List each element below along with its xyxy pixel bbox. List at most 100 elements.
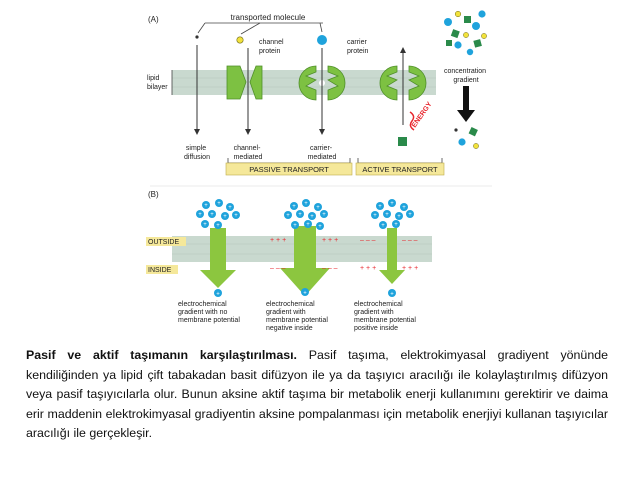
inside-label-box [146,265,178,274]
ion-2-6 [308,212,316,220]
ion-symbol: + [394,222,398,228]
blue-molecule [317,35,327,45]
active-transport-box [355,162,445,176]
ion-symbol: + [390,201,394,207]
ion-symbol: + [316,205,320,211]
ion-symbol: + [203,222,207,228]
ion-1-9 [201,220,209,228]
energy-label: ENERGY [411,101,434,130]
ion-3-9 [392,220,400,228]
active-transport-label: ACTIVE TRANSPORT [362,165,438,174]
panel-b-label: (B) [148,190,159,199]
ion-symbol: + [310,214,314,220]
gradient-arrow-negative-inside [280,226,330,296]
ion-1-5 [208,210,216,218]
minus-signs-inside-2b: – – – [322,265,338,272]
gradient-arrow-positive-inside [379,228,405,284]
ion-symbol: + [385,212,389,218]
ion-symbol: + [304,201,308,207]
yellow-molecule [236,36,244,44]
minus-signs-outside-3b: – – – [402,237,418,244]
minus-signs-outside-3: – – – [360,237,376,244]
ion-symbol: + [318,224,322,230]
ion-2-10 [316,222,324,230]
ion-symbol: + [322,212,326,218]
gradient-arrow-icon [457,86,475,122]
ion-2-1 [290,202,298,210]
ion-symbol: + [397,214,401,220]
gradient-arrow-no-potential [200,228,236,288]
plus-signs-outside-2: + + + [270,237,286,244]
case-no-potential-label: electrochemical gradient with no membran… [178,301,240,324]
transported-molecule-label: transported molecule [231,13,306,22]
ion-2-9 [304,220,312,228]
energy-bolt-icon [409,111,415,131]
ion-symbol: + [293,223,297,229]
channel-protein-left [226,65,247,100]
ion-1-2 [215,199,223,207]
ion-clusters: ++++++++++++++++++++++++++++ [196,199,414,230]
lipid-bilayer-label: lipid bilayer [147,75,168,91]
minus-signs-inside-2: – – – [270,265,286,272]
caption-body: Pasif taşıma, elektrokimyasal gradiyent … [26,348,608,441]
ion-3-5 [383,210,391,218]
channel-mediated-label: channel- mediated [234,145,263,161]
ion-1-7 [232,211,240,219]
transport-figure: (A) transported molecule channel protein… [146,10,492,332]
high-concentration-cluster [444,10,487,56]
simple-diffusion-label: simple diffusion [184,145,210,161]
ion-below-2 [301,288,309,296]
small-molecule-dot [195,35,199,39]
ion-symbol: + [298,212,302,218]
ion-3-8 [379,221,387,229]
svg-text:+: + [216,292,220,298]
ion-3-4 [371,211,379,219]
carrier-protein-left [298,65,317,101]
ion-3-6 [395,212,403,220]
ion-2-7 [320,210,328,218]
pump-protein-right [408,65,427,101]
ion-symbol: + [198,212,202,218]
ion-2-5 [296,210,304,218]
ion-symbol: + [210,212,214,218]
ion-2-4 [284,211,292,219]
ion-symbol: + [381,223,385,229]
svg-text:+: + [303,291,307,297]
ion-symbol: + [378,204,382,210]
ion-2-2 [302,199,310,207]
ion-symbol: + [373,213,377,219]
carrier-mediated-label: carrier- mediated [308,145,337,161]
ion-symbol: + [228,205,232,211]
plus-signs-inside-3b: + + + [402,265,418,272]
ion-2-8 [291,221,299,229]
ion-below-1 [214,289,222,297]
ion-1-1 [202,201,210,209]
ion-3-7 [406,210,414,218]
ion-2-3 [314,203,322,211]
ion-symbol: + [402,205,406,211]
ion-3-3 [400,203,408,211]
ion-1-4 [196,210,204,218]
ion-symbol: + [216,223,220,229]
ion-symbol: + [223,214,227,220]
green-square-molecule [398,137,407,146]
plus-signs-inside-3: + + + [360,265,376,272]
ion-symbol: + [234,213,238,219]
panel-a-label: (A) [148,15,159,24]
ion-symbol: + [292,204,296,210]
inside-label: INSIDE [148,267,172,274]
case-positive-inside-label: electrochemical gradient with membrane p… [354,301,418,332]
ion-below-3 [388,289,396,297]
ion-symbol: + [204,203,208,209]
concentration-gradient-label: concentration gradient [444,68,488,84]
case-negative-inside-label: electrochemical gradient with membrane p… [266,301,330,332]
channel-protein-right [249,65,263,100]
ion-1-6 [221,212,229,220]
carrier-protein-label: carrier protein [347,39,369,55]
ion-symbol: + [306,222,310,228]
figure-caption: Pasif ve aktif taşımanın karşılaştırılma… [26,346,608,444]
outside-label-box [146,237,186,246]
ion-symbol: + [286,213,290,219]
pump-protein-left [379,65,398,101]
ion-3-2 [388,199,396,207]
